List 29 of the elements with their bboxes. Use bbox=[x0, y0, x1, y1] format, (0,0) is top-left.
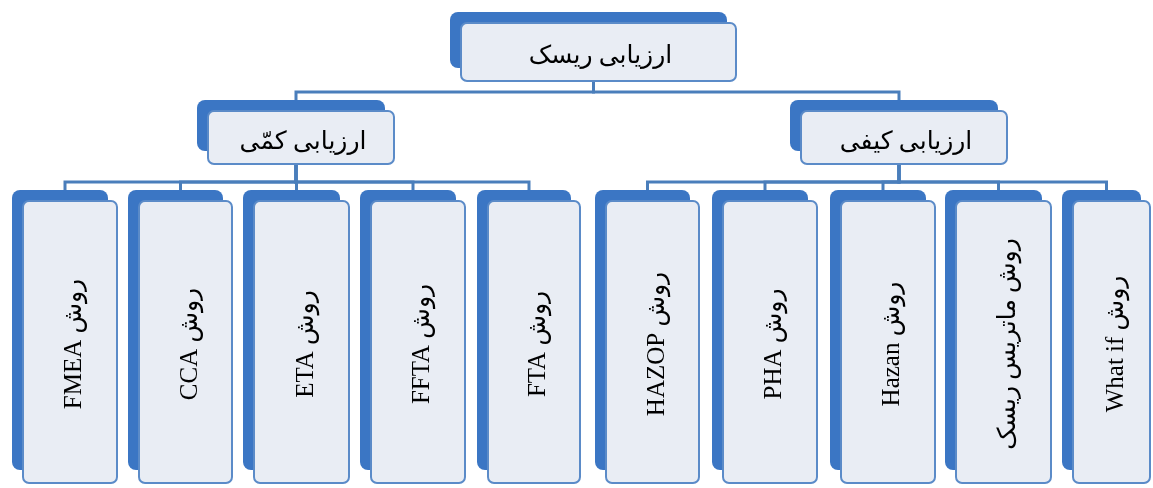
category-box bbox=[450, 12, 737, 82]
box-label: روش Hazan bbox=[875, 281, 905, 407]
box-label: روش ETA bbox=[289, 290, 318, 398]
box-label: روش HAZOP bbox=[640, 271, 669, 417]
box-label: ارزیابی کمّی bbox=[239, 125, 367, 154]
box-label: روش ماتریس ریسک bbox=[991, 238, 1020, 450]
category-box bbox=[790, 100, 1008, 165]
box-label: روش What if bbox=[1099, 275, 1128, 413]
method-box bbox=[830, 190, 936, 484]
method-box bbox=[12, 190, 118, 484]
method-box bbox=[712, 190, 818, 484]
method-box bbox=[595, 190, 700, 484]
box-label: روش FMEA bbox=[57, 278, 87, 410]
connector-line bbox=[897, 165, 1108, 190]
category-box bbox=[197, 100, 395, 165]
method-box bbox=[360, 190, 466, 484]
box-label: روش FTA bbox=[521, 290, 551, 398]
box-label: ارزیابی ریسک bbox=[528, 39, 673, 69]
method-box bbox=[945, 190, 1052, 484]
box-label: روش PHA bbox=[757, 288, 787, 400]
method-box bbox=[128, 190, 233, 484]
box-label: روش FFTA bbox=[405, 283, 435, 405]
connector-line bbox=[592, 82, 901, 100]
box-label: روش CCA bbox=[173, 287, 202, 401]
box-label: ارزیابی کیفی bbox=[839, 125, 973, 154]
connector-line bbox=[294, 165, 531, 190]
method-box bbox=[243, 190, 350, 484]
method-box bbox=[1062, 190, 1151, 484]
method-box bbox=[477, 190, 581, 484]
